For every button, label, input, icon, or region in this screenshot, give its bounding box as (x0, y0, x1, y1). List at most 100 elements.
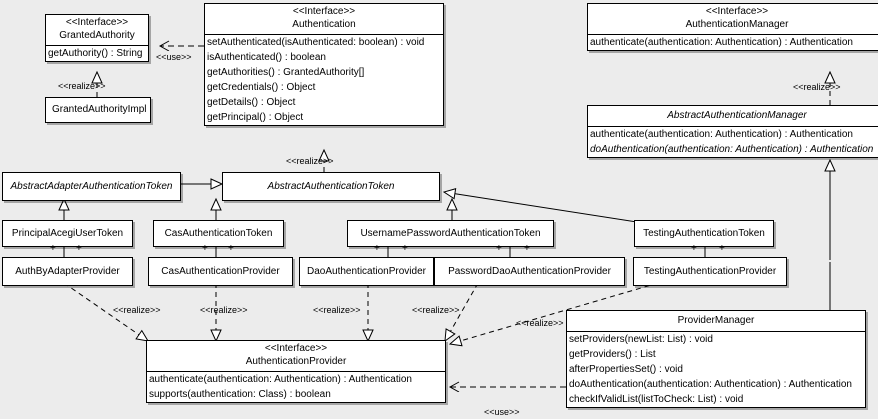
class-name: AbstractAdapterAuthenticationToken (10, 181, 173, 192)
association-marker-plus: + (374, 243, 380, 254)
class-name: CasAuthenticationToken (164, 228, 273, 239)
class-header: CasAuthenticationProvider (149, 258, 292, 285)
operation: setProviders(newList: List) : void (569, 334, 713, 345)
class-name: AuthenticationManager (685, 19, 789, 30)
operation: getAuthority() : String (48, 48, 143, 59)
class-testing-authentication-provider[interactable]: TestingAuthenticationProvider (633, 257, 787, 286)
association-marker-plus: + (228, 243, 234, 254)
edge-label-realize-dao-authentication-provider: <<realize>> (313, 305, 361, 315)
class-abstract-adapter-authentication-token[interactable]: AbstractAdapterAuthenticationToken (2, 172, 181, 201)
class-name: TestingAuthenticationToken (643, 228, 765, 239)
class-header: GrantedAuthorityImpl (46, 98, 150, 122)
class-header: PasswordDaoAuthenticationProvider (435, 258, 624, 285)
class-header: TestingAuthenticationToken (635, 221, 773, 246)
class-password-dao-authentication-provider[interactable]: PasswordDaoAuthenticationProvider (434, 257, 625, 286)
class-name: ProviderManager (677, 315, 755, 326)
class-header: TestingAuthenticationProvider (634, 258, 786, 285)
class-header: <<Interface>> GrantedAuthority (46, 15, 148, 45)
edge-label-realize-testing-authentication-provider: <<realize>> (516, 318, 564, 328)
operation: authenticate(authentication: Authenticat… (590, 37, 853, 48)
class-name: AbstractAuthenticationManager (667, 110, 807, 121)
class-authentication-provider[interactable]: <<Interface>> AuthenticationProvider aut… (146, 340, 446, 403)
operation: checkIfValidList(listToCheck: List) : vo… (569, 394, 744, 405)
class-name: PrincipalAcegiUserToken (11, 228, 124, 239)
class-stereotype: <<Interface>> (292, 6, 356, 17)
class-header: CasAuthenticationToken (154, 221, 283, 246)
edge-label-realize-auth-by-adapter-provider: <<realize>> (113, 305, 161, 315)
operation: supports(authentication: Class) : boolea… (149, 389, 331, 400)
edge-label-realize-authentication-manager: <<realize>> (793, 82, 841, 92)
class-name: UsernamePasswordAuthenticationToken (360, 228, 541, 239)
operation: authenticate(authentication: Authenticat… (590, 129, 853, 140)
class-operations: authenticate(authentication: Authenticat… (588, 34, 878, 50)
class-dao-authentication-provider[interactable]: DaoAuthenticationProvider (299, 257, 434, 286)
association-marker-plus: + (50, 243, 56, 254)
class-authentication[interactable]: <<Interface>> Authentication setAuthenti… (204, 3, 444, 126)
association-marker-plus: + (202, 243, 208, 254)
class-name: AuthByAdapterProvider (15, 266, 120, 277)
class-header: AbstractAdapterAuthenticationToken (3, 173, 180, 200)
operation: isAuthenticated() : boolean (207, 52, 326, 63)
operation: afterPropertiesSet() : void (569, 364, 683, 375)
edge-label-realize-abstract-authentication-token: <<realize>> (286, 156, 334, 166)
association-marker-plus: + (691, 243, 697, 254)
class-cas-authentication-token[interactable]: CasAuthenticationToken (153, 220, 284, 247)
association-marker-plus: + (719, 243, 725, 254)
operation: authenticate(authentication: Authenticat… (149, 374, 412, 385)
edge-label-realize-password-dao-authentication-provider: <<realize>> (412, 305, 460, 315)
class-abstract-authentication-manager[interactable]: AbstractAuthenticationManager authentica… (587, 105, 878, 158)
class-header: <<Interface>> AuthenticationManager (588, 4, 878, 34)
operation: getAuthorities() : GrantedAuthority[] (207, 67, 365, 78)
class-principal-acegi-user-token[interactable]: PrincipalAcegiUserToken (2, 220, 133, 247)
edge-label-use-provider-manager: <<use>> (484, 407, 520, 417)
class-header: UsernamePasswordAuthenticationToken (348, 221, 553, 246)
class-stereotype: <<Interface>> (264, 343, 328, 354)
class-name: Authentication (292, 19, 356, 30)
edge-label-realize-cas-authentication-provider: <<realize>> (200, 305, 248, 315)
class-name: AbstractAuthenticationToken (267, 181, 395, 192)
operation: doAuthentication(authentication: Authent… (590, 144, 874, 155)
class-header: AuthByAdapterProvider (3, 258, 132, 285)
class-stereotype: <<Interface>> (65, 17, 129, 28)
association-marker-plus: + (524, 243, 530, 254)
edge-label-use-granted-authority: <<use>> (156, 52, 192, 62)
class-auth-by-adapter-provider[interactable]: AuthByAdapterProvider (2, 257, 133, 286)
operation: setAuthenticated(isAuthenticated: boolea… (207, 37, 425, 48)
operation: getDetails() : Object (207, 97, 296, 108)
edge-label-realize-granted-authority-impl: <<realize>> (58, 81, 106, 91)
class-name: CasAuthenticationProvider (161, 266, 280, 277)
operation: doAuthentication(authentication: Authent… (569, 379, 852, 390)
class-header: <<Interface>> AuthenticationProvider (147, 341, 445, 371)
association-marker-plus: + (76, 243, 82, 254)
class-operations: authenticate(authentication: Authenticat… (147, 371, 445, 402)
operation: getProviders() : List (569, 349, 656, 360)
class-abstract-authentication-token[interactable]: AbstractAuthenticationToken (222, 172, 440, 201)
class-header: AbstractAuthenticationToken (223, 173, 439, 200)
class-provider-manager[interactable]: ProviderManager setProviders(newList: Li… (566, 310, 866, 408)
class-header: DaoAuthenticationProvider (300, 258, 433, 285)
class-header: AbstractAuthenticationManager (588, 106, 878, 126)
operation: getPrincipal() : Object (207, 112, 304, 123)
class-operations: setAuthenticated(isAuthenticated: boolea… (205, 34, 443, 125)
class-granted-authority[interactable]: <<Interface>> GrantedAuthority getAuthor… (45, 14, 149, 62)
class-header: <<Interface>> Authentication (205, 4, 443, 34)
class-name: GrantedAuthority (59, 30, 135, 41)
class-name: GrantedAuthorityImpl (52, 104, 147, 115)
class-operations: authenticate(authentication: Authenticat… (588, 126, 878, 157)
class-operations: getAuthority() : String (46, 45, 148, 61)
class-authentication-manager[interactable]: <<Interface>> AuthenticationManager auth… (587, 3, 878, 51)
class-name: PasswordDaoAuthenticationProvider (448, 266, 611, 277)
class-granted-authority-impl[interactable]: GrantedAuthorityImpl (45, 97, 151, 123)
association-marker-plus: + (402, 243, 408, 254)
class-name: TestingAuthenticationProvider (643, 266, 777, 277)
operation: getCredentials() : Object (207, 82, 316, 93)
class-name: DaoAuthenticationProvider (307, 266, 426, 277)
class-name: AuthenticationProvider (245, 356, 347, 367)
class-header: PrincipalAcegiUserToken (3, 221, 132, 246)
class-stereotype: <<Interface>> (705, 6, 769, 17)
class-testing-authentication-token[interactable]: TestingAuthenticationToken (634, 220, 774, 247)
association-marker-plus: + (496, 243, 502, 254)
class-cas-authentication-provider[interactable]: CasAuthenticationProvider (148, 257, 293, 286)
class-operations: setProviders(newList: List) : void getPr… (567, 331, 865, 407)
